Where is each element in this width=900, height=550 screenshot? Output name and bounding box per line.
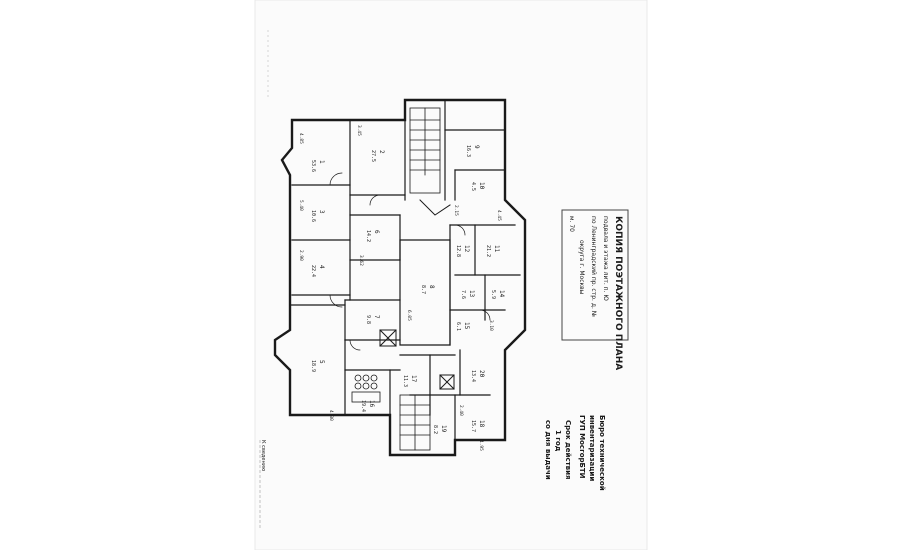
stamp-line-1: подвала и этажа лит. п. Ю [602,216,609,301]
dim-label: 2.40 [458,405,464,416]
dimension-labels: 4.85 3.45 5.40 2.90 4.30 3.62 2.15 6.05 … [298,125,502,451]
copy-stamp: КОПИЯ ПОЭТАЖНОГО ПЛАНА подвала и этажа л… [561,209,629,370]
room-area-17: 11.3 [402,375,408,387]
room-area-6: 14.2 [365,230,371,242]
stamp-line-4: м. 70 [568,216,575,232]
dim-label: 3.10 [488,320,494,331]
room-area-7: 9.8 [365,315,371,324]
room-area-8: 8.7 [420,285,426,294]
room-area-13: 7.6 [460,290,466,299]
stamp-line-3: округа г. Москвы [578,240,585,295]
bureau-line-6: со дня выдачи [544,420,552,480]
room-area-10: 4.5 [470,182,476,191]
room-label-13: 13 [468,290,475,298]
room-label-14: 14 [498,290,505,298]
staircase-lower [399,394,431,451]
room-label-12: 12 [463,245,470,253]
margin-note-text: К сведению [260,440,266,471]
door-swings [329,172,491,351]
stamp-line-2: по Ленинградский пр. стр. д. № [590,216,597,317]
room-labels: 1 53.6 2 27.5 3 10.6 4 22.4 5 18.9 6 14.… [310,145,505,434]
dim-label: 4.45 [496,210,502,221]
room-area-19: 8.2 [432,425,438,434]
outer-walls [273,98,527,457]
room-label-20: 20 [478,370,485,378]
room-label-11: 11 [493,245,500,253]
room-label-7: 7 [373,315,380,319]
room-label-3: 3 [318,210,325,214]
room-area-14: 5.9 [490,290,496,299]
room-label-8: 8 [428,285,435,289]
room-area-3: 10.6 [310,210,316,222]
dim-label: 4.30 [328,410,334,421]
room-area-18: 15.7 [470,420,476,432]
central-hall [399,239,451,346]
margin-note: К сведению [259,30,269,530]
room-label-4: 4 [318,265,325,269]
bureau-line-1: Бюро технической [598,415,606,491]
room-label-10: 10 [478,182,485,190]
room-area-16: 19.4 [360,400,366,412]
room-area-4: 22.4 [310,265,316,277]
room-label-19: 19 [440,425,447,433]
room-area-20: 13.4 [470,370,476,382]
dim-label: 3.62 [358,255,364,266]
room-label-1: 1 [318,160,325,164]
room-area-5: 18.9 [310,360,316,372]
dim-label: 5.40 [298,200,304,211]
dim-label: 2.15 [453,205,459,216]
dim-label: 3.45 [356,125,362,136]
floor-plan [273,98,527,457]
room-area-15: 6.1 [455,322,461,331]
room-label-5: 5 [318,360,325,364]
dim-label: 6.05 [406,310,412,321]
bureau-line-2: инвентаризации [588,415,596,481]
bureau-line-4: Срок действия [564,420,572,480]
room-label-16: 16 [368,400,375,408]
room-area-2: 27.5 [370,150,376,162]
dim-label: 4.85 [298,133,304,144]
stamp-title: КОПИЯ ПОЭТАЖНОГО ПЛАНА [613,216,623,370]
paper-sheet [254,0,648,550]
room-label-15: 15 [463,322,470,330]
room-label-2: 2 [378,150,385,154]
elevator-shafts [379,329,455,390]
bureau-line-5: 1 год [554,430,562,452]
room-area-12: 12.8 [455,245,461,257]
staircase-upper [409,107,451,216]
room-label-18: 18 [478,420,485,428]
dim-label: 2.90 [298,250,304,261]
room-label-6: 6 [373,230,380,234]
room-label-9: 9 [473,145,480,149]
room-label-17: 17 [410,375,417,383]
room-area-11: 21.2 [485,245,491,257]
dim-label: 4.95 [478,440,484,451]
room-area-9: 16.3 [465,145,471,157]
bureau-stamp: Бюро технической инвентаризации ГУП Мосг… [544,415,606,491]
sanitary-fixtures [351,374,381,403]
room-area-1: 53.6 [310,160,316,172]
bureau-line-3: ГУП МосгорБТИ [578,415,586,479]
